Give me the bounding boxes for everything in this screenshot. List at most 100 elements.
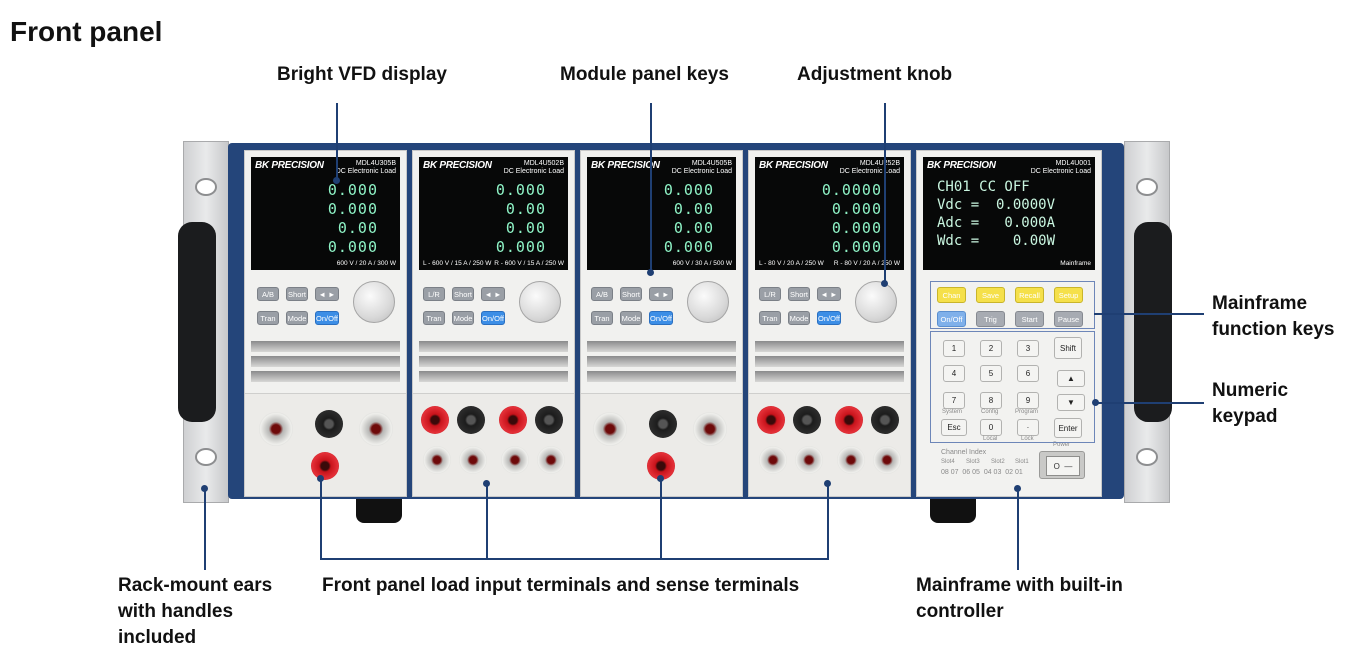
lr-key[interactable]: L/R xyxy=(423,287,445,301)
sense-terminal[interactable] xyxy=(795,446,823,474)
setup-key[interactable]: Setup xyxy=(1054,287,1083,303)
onoff-key[interactable]: On/Off xyxy=(481,311,505,325)
start-key[interactable]: Start xyxy=(1015,311,1044,327)
slot-label: Slot4 xyxy=(941,459,955,465)
load-terminal-negative[interactable] xyxy=(793,406,821,434)
down-key[interactable]: ▼ xyxy=(1057,394,1085,411)
slot-label: Slot1 xyxy=(1015,459,1029,465)
ab-key[interactable]: A/B xyxy=(591,287,613,301)
vfd-line: Vdc = 0.0000V xyxy=(937,197,1056,213)
key-3[interactable]: 3 xyxy=(1017,340,1039,357)
key-6[interactable]: 6 xyxy=(1017,365,1039,382)
power-switch[interactable]: O — xyxy=(1039,451,1085,479)
load-terminal-negative[interactable] xyxy=(457,406,485,434)
keypad-label-program: Program xyxy=(1015,409,1039,415)
up-key[interactable]: ▲ xyxy=(1057,370,1085,387)
brand-logo: BK PRECISION xyxy=(255,160,324,171)
model-number: MDL4U502B xyxy=(523,160,564,167)
vent xyxy=(587,356,736,367)
adjustment-knob[interactable] xyxy=(855,281,897,323)
key-2[interactable]: 2 xyxy=(980,340,1002,357)
pause-key[interactable]: Pause xyxy=(1054,311,1083,327)
shift-key[interactable]: Shift xyxy=(1054,337,1082,359)
tran-key[interactable]: Tran xyxy=(423,311,445,325)
leader-dot xyxy=(824,480,831,487)
short-key[interactable]: Short xyxy=(620,287,642,301)
chan-key[interactable]: Chan xyxy=(937,287,966,303)
lr-key[interactable]: L/R xyxy=(759,287,781,301)
trig-key[interactable]: Trig xyxy=(976,311,1005,327)
tran-key[interactable]: Tran xyxy=(759,311,781,325)
mode-key[interactable]: Mode xyxy=(620,311,642,325)
recall-key[interactable]: Recall xyxy=(1015,287,1044,303)
load-terminal-positive[interactable] xyxy=(499,406,527,434)
dot-key[interactable]: · xyxy=(1017,419,1039,436)
vent xyxy=(587,341,736,352)
mode-key[interactable]: Mode xyxy=(452,311,474,325)
enter-key[interactable]: Enter xyxy=(1054,418,1082,438)
vent xyxy=(587,371,736,382)
arrow-keys[interactable]: ◄ ► xyxy=(817,287,841,301)
load-terminal-negative[interactable] xyxy=(535,406,563,434)
key-0[interactable]: 0 xyxy=(980,419,1002,436)
onoff-key[interactable]: On/Off xyxy=(937,311,966,327)
module-spec: 600 V / 20 A / 300 W xyxy=(255,260,396,267)
load-terminal-negative[interactable] xyxy=(315,410,343,438)
save-key[interactable]: Save xyxy=(976,287,1005,303)
channel-index-title: Channel Index xyxy=(941,449,987,456)
sense-terminal[interactable] xyxy=(501,446,529,474)
function-keys-outline xyxy=(930,281,1095,329)
load-terminal-positive[interactable] xyxy=(757,406,785,434)
esc-key[interactable]: Esc xyxy=(941,419,967,436)
arrow-keys[interactable]: ◄ ► xyxy=(649,287,673,301)
brand-logo: BK PRECISION xyxy=(759,160,828,171)
sense-terminal[interactable] xyxy=(873,446,901,474)
key-5[interactable]: 5 xyxy=(980,365,1002,382)
onoff-key[interactable]: On/Off xyxy=(649,311,673,325)
arrow-keys[interactable]: ◄ ► xyxy=(315,287,339,301)
load-terminal-negative[interactable] xyxy=(871,406,899,434)
key-1[interactable]: 1 xyxy=(943,340,965,357)
sense-terminal[interactable] xyxy=(837,446,865,474)
leader-line xyxy=(827,483,829,560)
load-terminal-negative[interactable] xyxy=(649,410,677,438)
adjustment-knob[interactable] xyxy=(687,281,729,323)
ab-key[interactable]: A/B xyxy=(257,287,279,301)
tran-key[interactable]: Tran xyxy=(257,311,279,325)
onoff-key[interactable]: On/Off xyxy=(315,311,339,325)
sense-terminal[interactable] xyxy=(259,412,293,446)
sense-terminal[interactable] xyxy=(759,446,787,474)
vfd-readout: 0.000 xyxy=(327,238,378,256)
key-9[interactable]: 9 xyxy=(1017,392,1039,409)
callout-rack-ears: Rack-mount ears with handles included xyxy=(118,575,273,648)
load-terminal-positive[interactable] xyxy=(311,452,339,480)
tran-key[interactable]: Tran xyxy=(591,311,613,325)
key-8[interactable]: 8 xyxy=(980,392,1002,409)
leader-line xyxy=(884,103,886,283)
callout-mainframe-controller: Mainframe with built-in controller xyxy=(916,575,1123,622)
sense-terminal[interactable] xyxy=(459,446,487,474)
key-4[interactable]: 4 xyxy=(943,365,965,382)
mainframe-label-text: Mainframe xyxy=(1060,260,1091,267)
short-key[interactable]: Short xyxy=(452,287,474,301)
arrow-keys[interactable]: ◄ ► xyxy=(481,287,505,301)
adjustment-knob[interactable] xyxy=(353,281,395,323)
sense-terminal[interactable] xyxy=(423,446,451,474)
key-7[interactable]: 7 xyxy=(943,392,965,409)
sense-terminal[interactable] xyxy=(693,412,727,446)
load-terminal-positive[interactable] xyxy=(835,406,863,434)
short-key[interactable]: Short xyxy=(788,287,810,301)
vfd-readout: 0.0000 xyxy=(821,181,882,199)
load-terminal-positive[interactable] xyxy=(421,406,449,434)
mode-key[interactable]: Mode xyxy=(286,311,308,325)
sense-terminal[interactable] xyxy=(593,412,627,446)
sense-terminal[interactable] xyxy=(537,446,565,474)
sense-terminal[interactable] xyxy=(359,412,393,446)
adjustment-knob[interactable] xyxy=(519,281,561,323)
handle-right[interactable] xyxy=(1134,222,1172,422)
handle-left[interactable] xyxy=(178,222,216,422)
short-key[interactable]: Short xyxy=(286,287,308,301)
mode-key[interactable]: Mode xyxy=(788,311,810,325)
onoff-key[interactable]: On/Off xyxy=(817,311,841,325)
